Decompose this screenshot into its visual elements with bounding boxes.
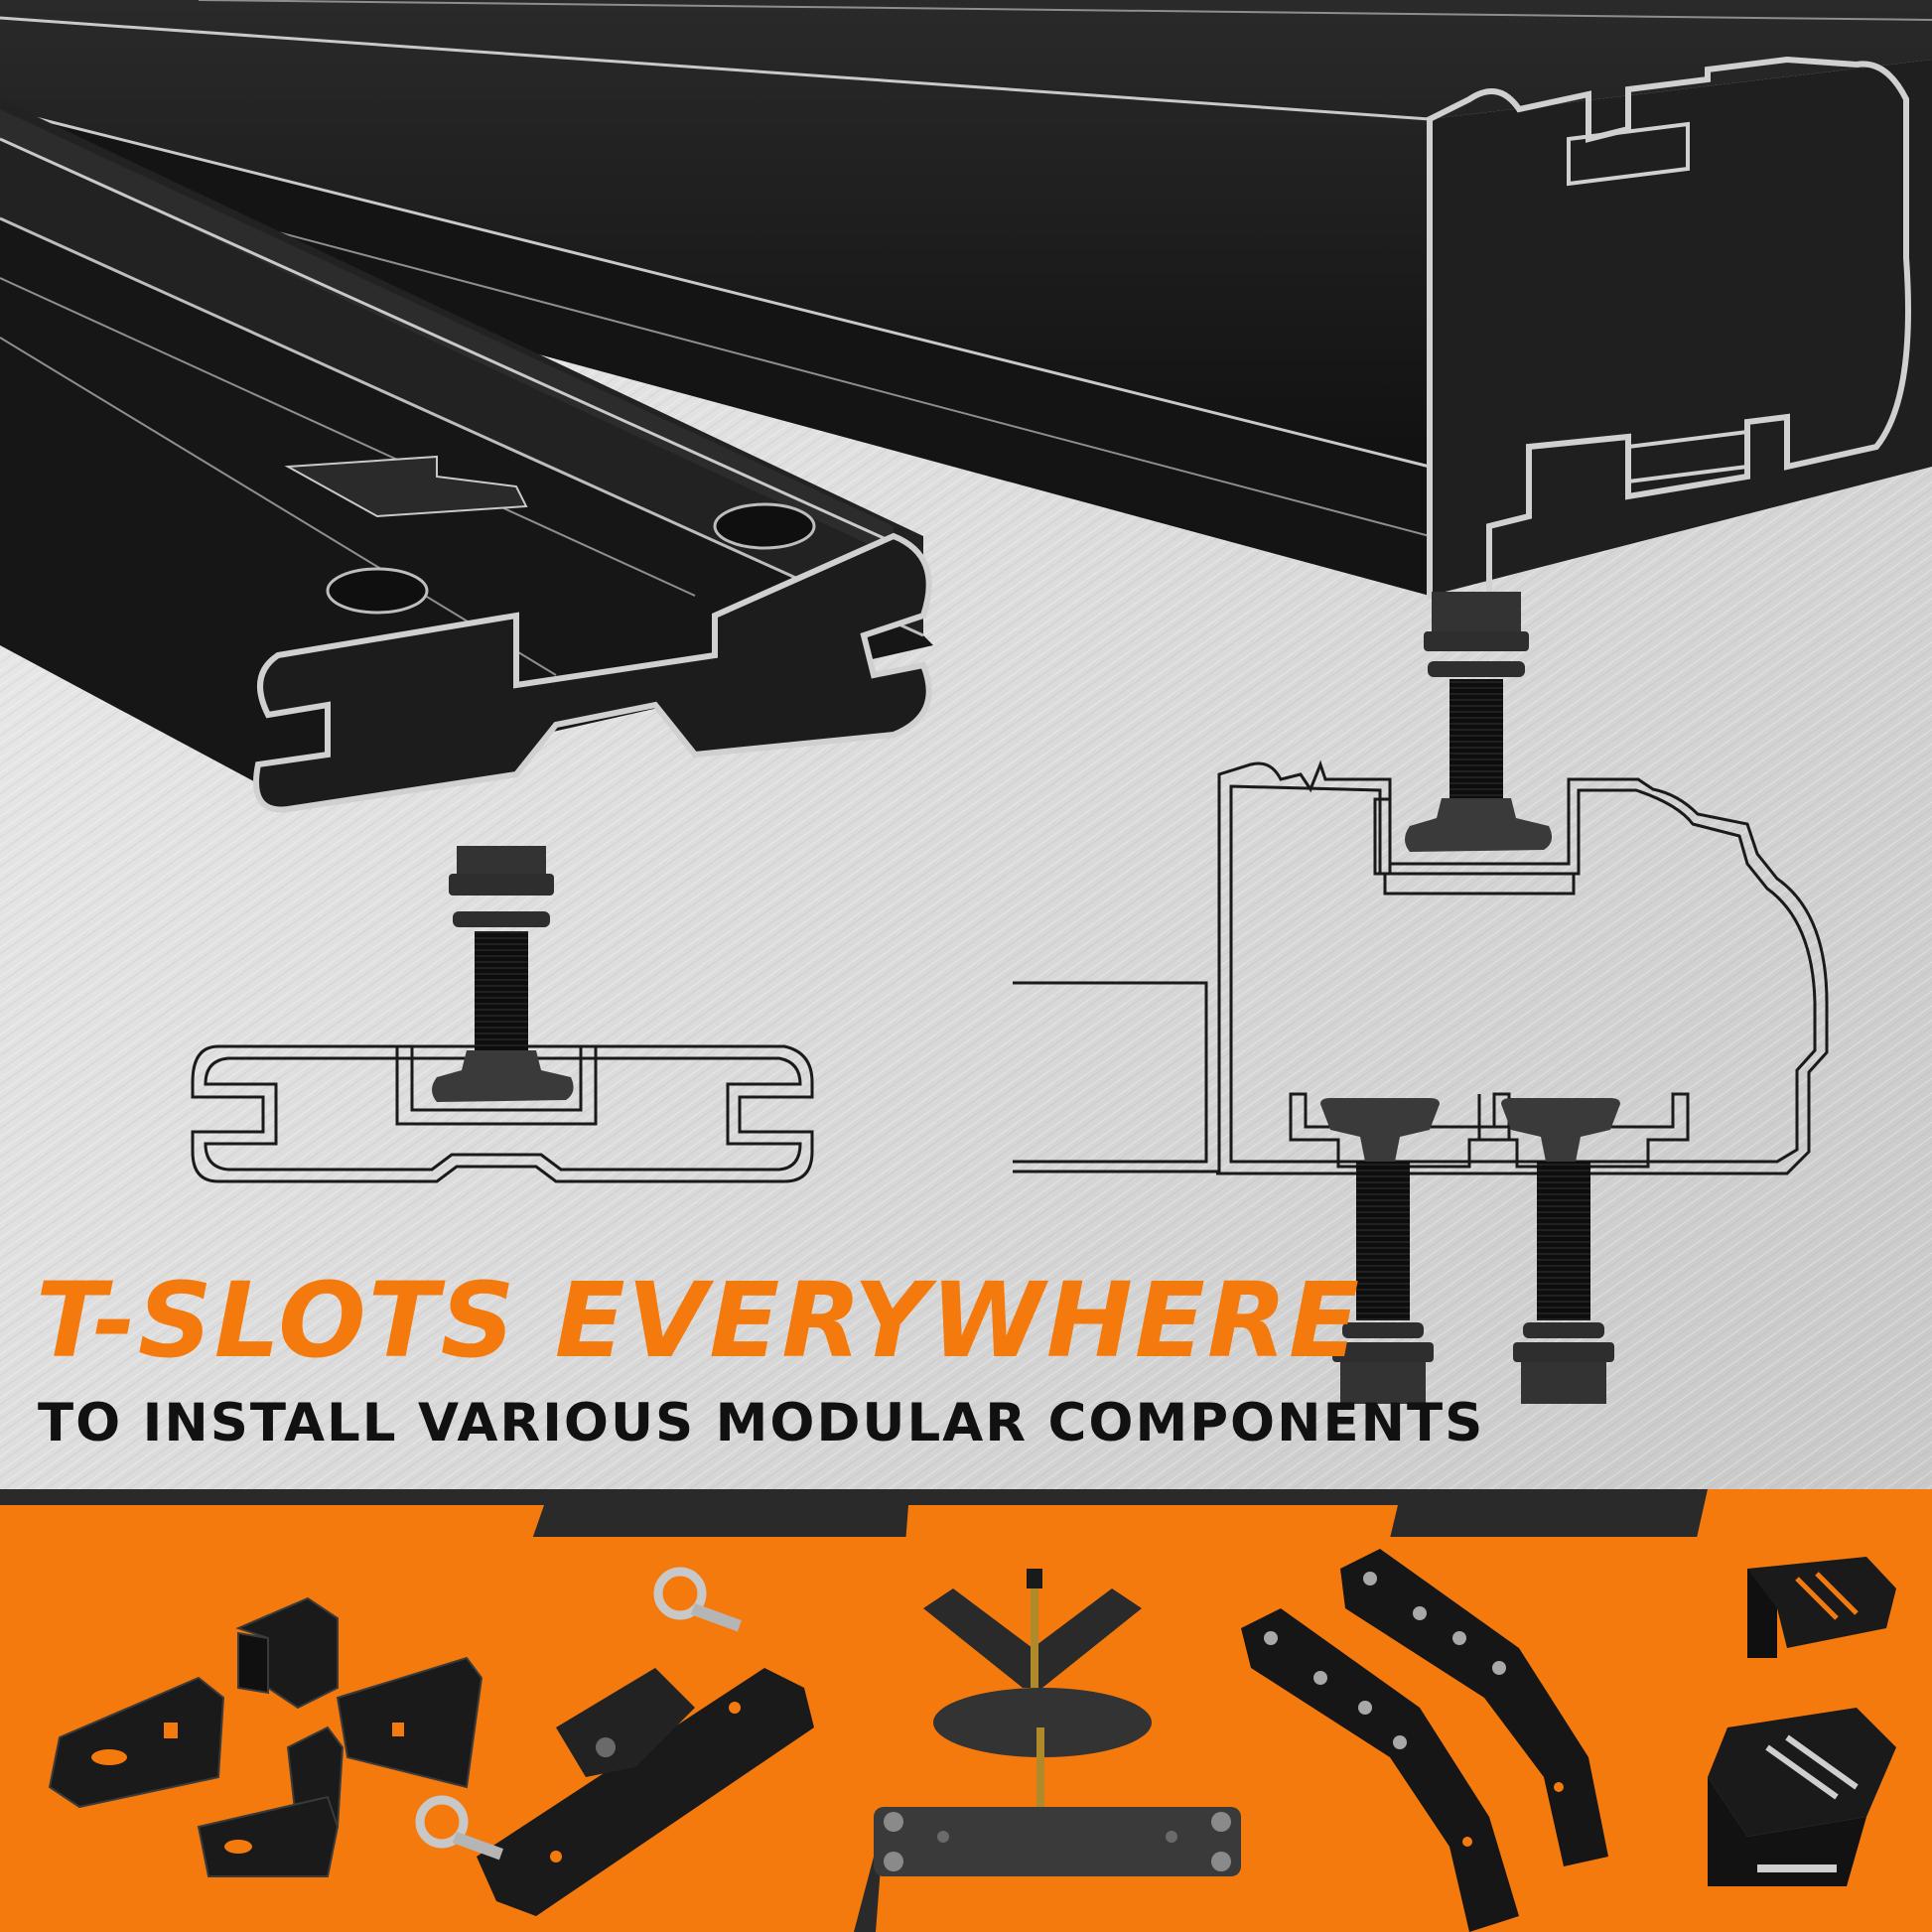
subheadline: TO INSTALL VARIOUS MODULAR COMPONENTS xyxy=(38,1393,1485,1453)
corner-angle-plates-icon xyxy=(1708,1557,1896,1886)
l-bracket-set-icon xyxy=(48,1596,483,1877)
headline: T-SLOTS EVERYWHERE xyxy=(36,1260,1362,1381)
v-cradle-clamp-icon xyxy=(874,1569,1241,1876)
t-slot-diagram-large xyxy=(1013,759,1829,1175)
rail-profile-large xyxy=(0,0,1932,599)
angled-strut-brackets-icon xyxy=(1241,1549,1608,1932)
t-bolt-large-bottom-left xyxy=(1320,1098,1440,1404)
t-bolt-small xyxy=(432,846,574,1102)
rail-profile-small xyxy=(0,99,933,813)
t-slot-diagram-small xyxy=(191,1044,814,1183)
t-bolt-large-bottom-right xyxy=(1501,1098,1620,1404)
eye-bolt-mount-bar-icon xyxy=(415,1567,814,1916)
t-bolt-large-top xyxy=(1405,592,1553,852)
